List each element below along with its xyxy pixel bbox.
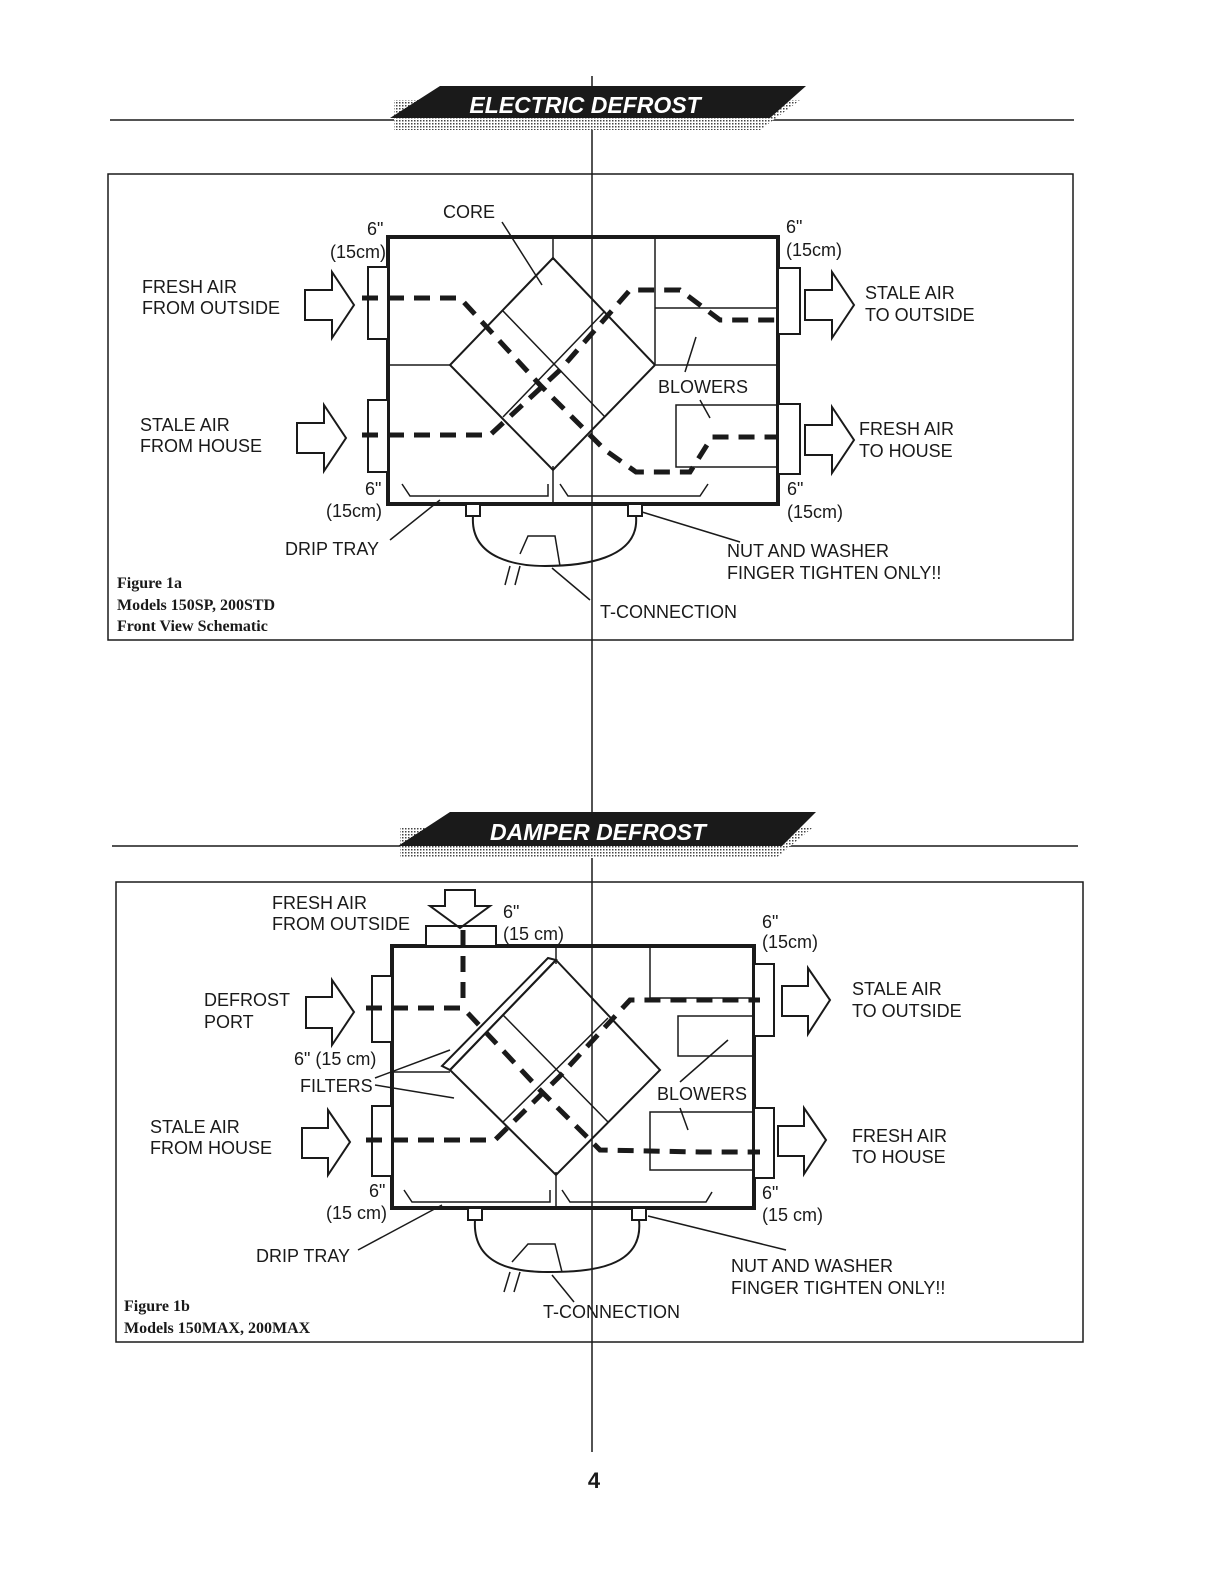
port-fresh-in bbox=[367, 266, 389, 340]
figure-1b-frame bbox=[115, 881, 1084, 1343]
caption-models: Models 150MAX, 200MAX bbox=[124, 1320, 311, 1337]
caption-figure: Figure 1b bbox=[124, 1298, 190, 1315]
t-connection-fitting bbox=[519, 535, 561, 567]
label-fresh-air-to-house: FRESH AIR bbox=[859, 419, 954, 439]
label-fresh-air-from-outside-2: FROM OUTSIDE bbox=[142, 298, 280, 318]
label-core: CORE bbox=[443, 202, 495, 222]
port-stale-out bbox=[777, 267, 801, 335]
label-stale-air-from-house: STALE AIR bbox=[140, 415, 230, 435]
dim-top-right: 6" bbox=[786, 217, 802, 237]
caption-models: Models 150SP, 200STD bbox=[117, 597, 275, 614]
label-t-connection: T-CONNECTION bbox=[600, 602, 737, 622]
dim-top-right: 6" bbox=[762, 912, 778, 932]
arrow-stale-in-icon bbox=[301, 1106, 352, 1179]
cabinet bbox=[386, 235, 780, 506]
banner-title: DAMPER DEFROST bbox=[490, 819, 708, 845]
label-fresh-air-from-outside: FRESH AIR bbox=[272, 893, 367, 913]
label-stale-air-to-outside: STALE AIR bbox=[865, 283, 955, 303]
label-t-connection: T-CONNECTION bbox=[543, 1302, 680, 1322]
label-stale-air-to-outside-2: TO OUTSIDE bbox=[852, 1001, 962, 1021]
figure-1a-diagram bbox=[296, 221, 856, 601]
arrow-fresh-out-icon bbox=[804, 403, 856, 477]
dim-top-right-cm: (15cm) bbox=[762, 932, 818, 952]
t-connection-fitting bbox=[511, 1243, 563, 1273]
dim-top-right-cm: (15cm) bbox=[786, 240, 842, 260]
dim-top: 6" bbox=[503, 902, 519, 922]
label-stale-air-from-house: STALE AIR bbox=[150, 1117, 240, 1137]
label-nut-washer: NUT AND WASHER bbox=[727, 541, 889, 561]
dim-bottom-right: 6" bbox=[762, 1183, 778, 1203]
fresh-airflow-path bbox=[366, 1005, 760, 1155]
arrow-defrost-port-icon bbox=[305, 976, 356, 1049]
label-fresh-air-from-outside-2: FROM OUTSIDE bbox=[272, 914, 410, 934]
upper-blower bbox=[649, 945, 755, 999]
figure-1b-diagram bbox=[301, 889, 832, 1303]
label-fresh-air-from-outside: FRESH AIR bbox=[142, 277, 237, 297]
banner-title: ELECTRIC DEFROST bbox=[469, 92, 702, 118]
port-fresh-out bbox=[777, 403, 801, 475]
port-fresh-out bbox=[753, 1107, 775, 1179]
dim-bottom-left-cm: (15 cm) bbox=[326, 1203, 387, 1223]
label-stale-air-to-outside: STALE AIR bbox=[852, 979, 942, 999]
label-drip-tray: DRIP TRAY bbox=[256, 1246, 350, 1266]
dim-bottom-left-cm: (15cm) bbox=[326, 501, 382, 521]
arrow-fresh-in-icon bbox=[304, 268, 356, 342]
electric-defrost-banner: ELECTRIC DEFROST bbox=[110, 86, 1074, 130]
label-fresh-air-to-house-2: TO HOUSE bbox=[852, 1147, 946, 1167]
dim-bottom-left: 6" bbox=[369, 1181, 385, 1201]
label-nut-washer-2: FINGER TIGHTEN ONLY!! bbox=[727, 563, 941, 583]
label-nut-washer-2: FINGER TIGHTEN ONLY!! bbox=[731, 1278, 945, 1298]
caption-view: Front View Schematic bbox=[117, 618, 268, 635]
label-defrost-port-2: PORT bbox=[204, 1012, 254, 1032]
stale-airflow-path bbox=[366, 997, 760, 1143]
filter-strip bbox=[440, 956, 558, 1072]
label-blowers: BLOWERS bbox=[658, 377, 748, 397]
label-fresh-air-to-house-2: TO HOUSE bbox=[859, 441, 953, 461]
label-filters: FILTERS bbox=[300, 1076, 373, 1096]
figure-1a-labels: CORE 6" (15cm) 6" (15cm) FRESH AIR FROM … bbox=[117, 202, 975, 635]
dim-bottom-right: 6" bbox=[787, 479, 803, 499]
label-stale-air-from-house-2: FROM HOUSE bbox=[150, 1138, 272, 1158]
dim-top-cm: (15 cm) bbox=[503, 924, 564, 944]
drain-hose bbox=[471, 515, 638, 568]
core-diamond bbox=[448, 256, 657, 472]
dim-mid-left: 6" (15 cm) bbox=[294, 1049, 376, 1069]
damper-defrost-banner: DAMPER DEFROST bbox=[112, 812, 1078, 858]
dim-bottom-left: 6" bbox=[365, 479, 381, 499]
label-defrost-port: DEFROST bbox=[204, 990, 290, 1010]
label-stale-air-from-house-2: FROM HOUSE bbox=[140, 436, 262, 456]
arrow-stale-in-icon bbox=[296, 401, 348, 475]
electric-defrost-section: ELECTRIC DEFROST bbox=[107, 86, 1074, 641]
lower-blower bbox=[649, 1111, 755, 1171]
arrow-fresh-out-icon bbox=[777, 1104, 828, 1178]
drain-hose bbox=[473, 1219, 641, 1274]
damper-defrost-section: DAMPER DEFROST bbox=[112, 812, 1084, 1343]
fresh-airflow-path bbox=[362, 295, 778, 475]
dim-top-left: 6" bbox=[367, 219, 383, 239]
page-number: 4 bbox=[588, 1468, 601, 1493]
label-blowers: BLOWERS bbox=[657, 1084, 747, 1104]
figure-1b-labels: FRESH AIR FROM OUTSIDE 6" (15 cm) 6" (15… bbox=[124, 893, 962, 1337]
arrow-stale-out-icon bbox=[781, 964, 832, 1038]
caption-figure: Figure 1a bbox=[117, 575, 182, 592]
label-drip-tray: DRIP TRAY bbox=[285, 539, 379, 559]
label-stale-air-to-outside-2: TO OUTSIDE bbox=[865, 305, 975, 325]
label-fresh-air-to-house: FRESH AIR bbox=[852, 1126, 947, 1146]
figure-1a-frame bbox=[107, 173, 1074, 641]
dim-bottom-right-cm: (15 cm) bbox=[762, 1205, 823, 1225]
arrow-stale-out-icon bbox=[804, 268, 856, 342]
stale-airflow-path bbox=[362, 287, 778, 438]
dim-top-left-cm: (15cm) bbox=[330, 242, 386, 262]
arrow-fresh-in-icon bbox=[426, 889, 494, 930]
label-nut-washer: NUT AND WASHER bbox=[731, 1256, 893, 1276]
dim-bottom-right-cm: (15cm) bbox=[787, 502, 843, 522]
cabinet bbox=[390, 944, 756, 1210]
